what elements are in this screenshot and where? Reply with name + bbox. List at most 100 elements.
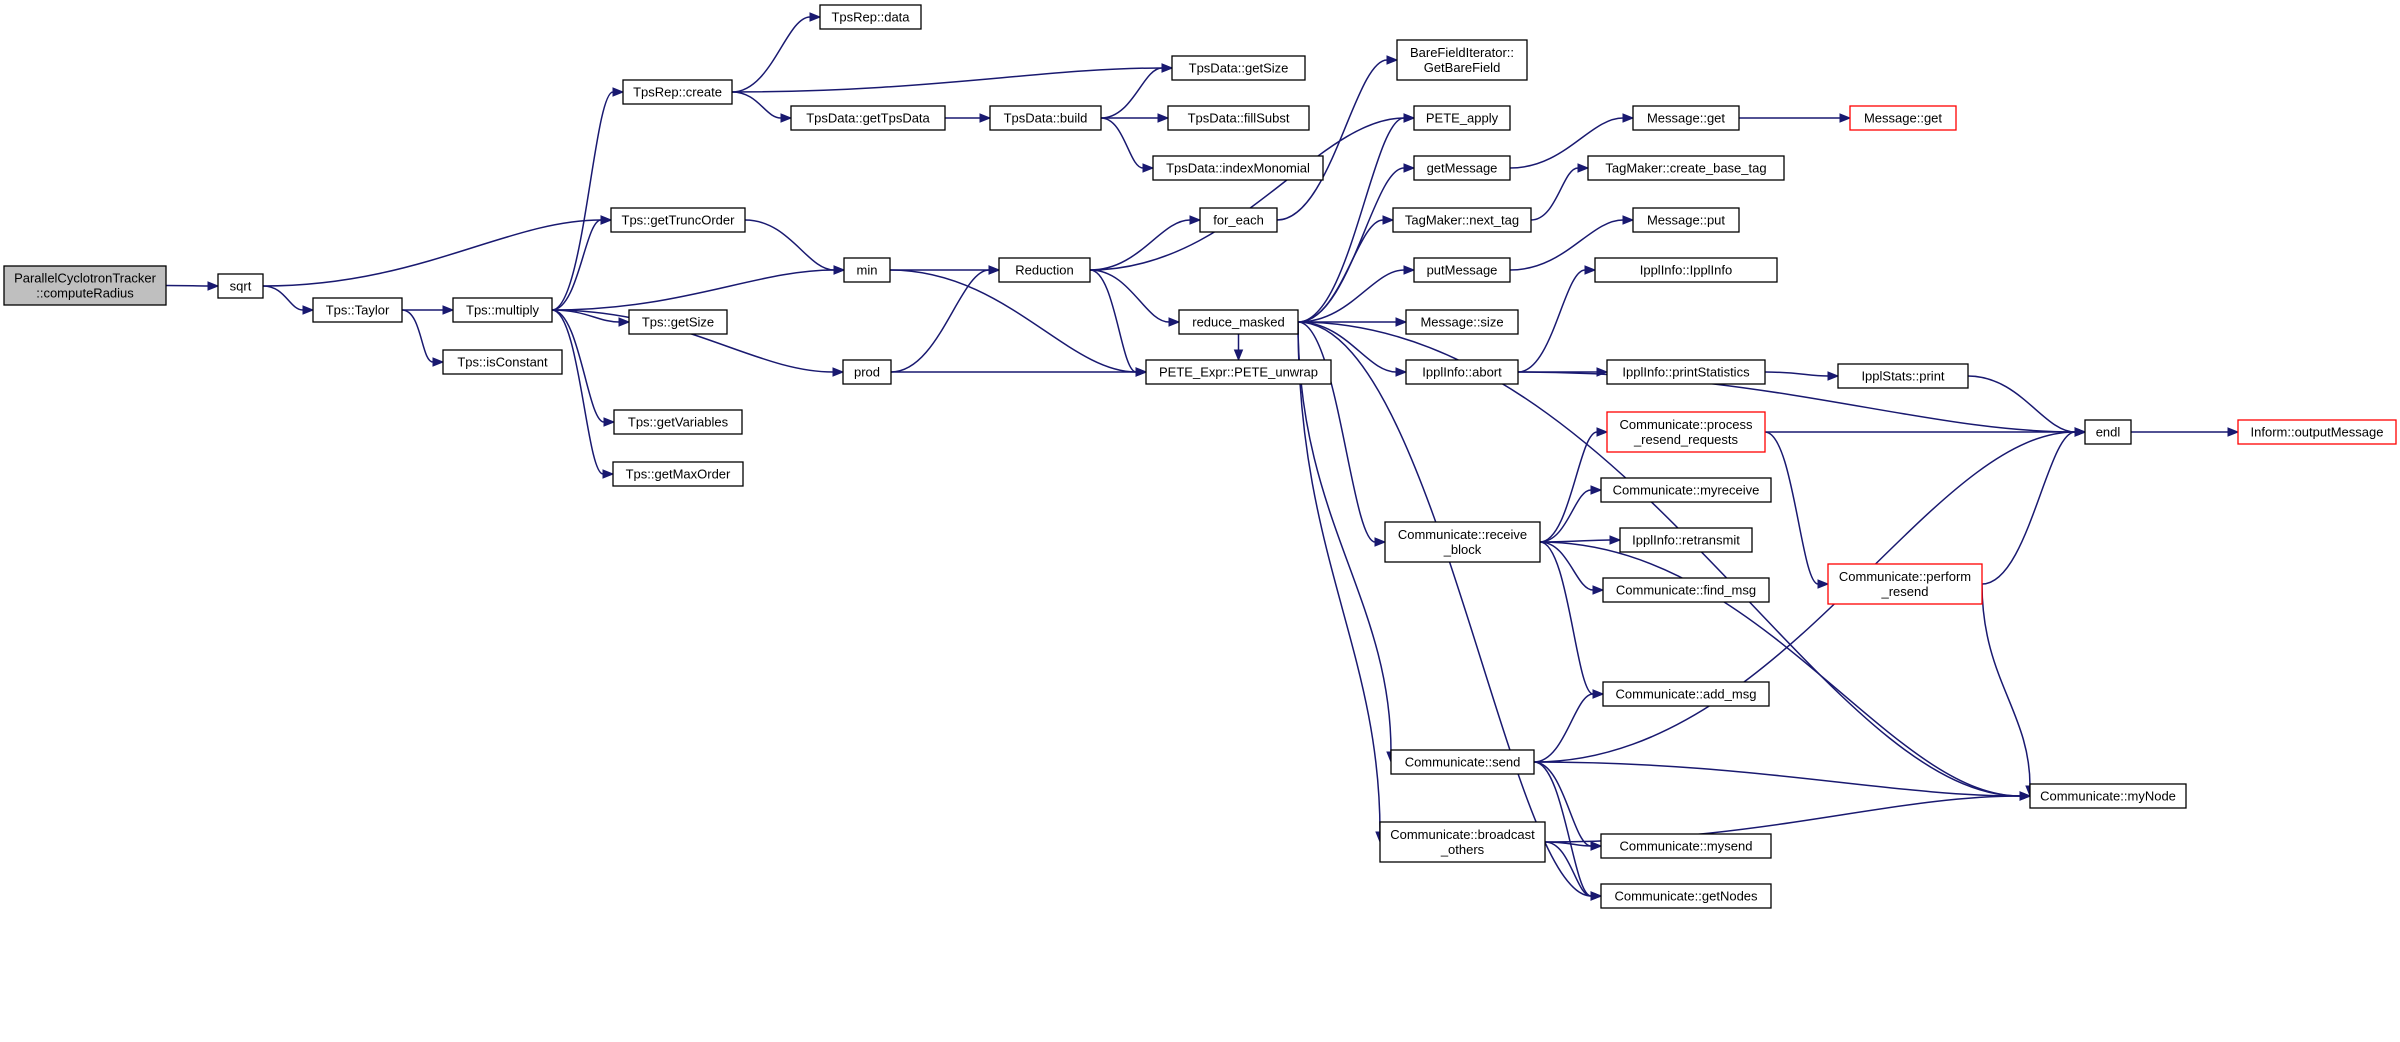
node-reduce-masked[interactable]: reduce_masked [1178,309,1299,335]
node-message-get1[interactable]: Message::get [1632,105,1740,131]
node-box[interactable] [217,273,264,299]
node-box[interactable] [1167,105,1310,131]
node-box[interactable] [1602,577,1770,603]
node-box[interactable] [843,257,891,283]
node-tps-get-max-order[interactable]: Tps::getMaxOrder [612,461,744,487]
node-box[interactable] [622,79,733,105]
node-box[interactable] [613,409,743,435]
node-bare-field[interactable]: BareFieldIterator::GetBareField [1396,39,1528,81]
node-box[interactable] [1837,363,1969,389]
node-create-base-tag[interactable]: TagMaker::create_base_tag [1587,155,1785,181]
node-pete-apply[interactable]: PETE_apply [1413,105,1511,131]
node-min[interactable]: min [843,257,891,283]
node-pete-unwrap[interactable]: PETE_Expr::PETE_unwrap [1145,359,1332,385]
node-box[interactable] [989,105,1102,131]
node-retransmit[interactable]: IpplInfo::retransmit [1619,527,1753,553]
node-tps-taylor[interactable]: Tps::Taylor [312,297,403,323]
node-my-node[interactable]: Communicate::myNode [2029,783,2187,809]
node-box[interactable] [819,4,922,30]
node-box[interactable] [1405,309,1519,335]
node-ippl-stats-print[interactable]: IpplStats::print [1837,363,1969,389]
node-tps-data-get-tps-data[interactable]: TpsData::getTpsData [790,105,946,131]
node-box[interactable] [1413,257,1511,283]
node-ippl-abort[interactable]: IpplInfo::abort [1405,359,1519,385]
node-tps-data-fill-subst[interactable]: TpsData::fillSubst [1167,105,1310,131]
node-output-message[interactable]: Inform::outputMessage [2237,419,2397,445]
node-box[interactable] [1632,105,1740,131]
node-box[interactable] [1413,105,1511,131]
node-box[interactable] [1827,563,1983,605]
node-box[interactable] [1413,155,1511,181]
node-print-statistics[interactable]: IpplInfo::printStatistics [1606,359,1766,385]
node-box[interactable] [1199,207,1278,233]
node-box[interactable] [1600,883,1772,909]
node-get-nodes[interactable]: Communicate::getNodes [1600,883,1772,909]
node-tps-data-build[interactable]: TpsData::build [989,105,1102,131]
node-box[interactable] [2237,419,2397,445]
node-box[interactable] [1594,257,1778,283]
node-box[interactable] [1600,833,1772,859]
node-tps-get-trunc-order[interactable]: Tps::getTruncOrder [610,207,746,233]
node-box[interactable] [1396,39,1528,81]
node-tps-is-constant[interactable]: Tps::isConstant [442,349,563,375]
node-get-message[interactable]: getMessage [1413,155,1511,181]
node-ippl-info-ctor[interactable]: IpplInfo::IpplInfo [1594,257,1778,283]
node-process-resend[interactable]: Communicate::process_resend_requests [1606,411,1766,453]
node-box[interactable] [452,297,553,323]
node-box[interactable] [1178,309,1299,335]
node-tps-multiply[interactable]: Tps::multiply [452,297,553,323]
node-box[interactable] [1379,821,1546,863]
node-tps-rep-data[interactable]: TpsRep::data [819,4,922,30]
node-box[interactable] [998,257,1091,283]
node-box[interactable] [610,207,746,233]
node-box[interactable] [442,349,563,375]
node-tps-get-variables[interactable]: Tps::getVariables [613,409,743,435]
node-box[interactable] [1600,477,1772,503]
node-box[interactable] [612,461,744,487]
node-next-tag[interactable]: TagMaker::next_tag [1392,207,1532,233]
node-box[interactable] [1619,527,1753,553]
node-find-msg[interactable]: Communicate::find_msg [1602,577,1770,603]
node-message-size[interactable]: Message::size [1405,309,1519,335]
node-box[interactable] [3,265,167,306]
node-add-msg[interactable]: Communicate::add_msg [1602,681,1770,707]
node-box[interactable] [312,297,403,323]
node-box[interactable] [842,359,892,385]
node-receive-block[interactable]: Communicate::receive_block [1384,521,1541,563]
node-tps-rep-create[interactable]: TpsRep::create [622,79,733,105]
node-box[interactable] [1171,55,1306,81]
node-send[interactable]: Communicate::send [1390,749,1535,775]
node-message-get2[interactable]: Message::get [1849,105,1957,131]
node-box[interactable] [1152,155,1324,181]
node-box[interactable] [2029,783,2187,809]
node-perform-resend[interactable]: Communicate::perform_resend [1827,563,1983,605]
node-tps-data-index-monomial[interactable]: TpsData::indexMonomial [1152,155,1324,181]
node-prod[interactable]: prod [842,359,892,385]
node-myreceive[interactable]: Communicate::myreceive [1600,477,1772,503]
node-reduction[interactable]: Reduction [998,257,1091,283]
node-box[interactable] [790,105,946,131]
node-box[interactable] [1602,681,1770,707]
node-box[interactable] [1587,155,1785,181]
node-broadcast-others[interactable]: Communicate::broadcast_others [1379,821,1546,863]
node-box[interactable] [628,309,728,335]
node-box[interactable] [1384,521,1541,563]
node-put-message[interactable]: putMessage [1413,257,1511,283]
node-box[interactable] [1606,359,1766,385]
node-box[interactable] [1632,207,1740,233]
node-box[interactable] [1606,411,1766,453]
node-box[interactable] [1405,359,1519,385]
node-box[interactable] [1392,207,1532,233]
node-message-put[interactable]: Message::put [1632,207,1740,233]
node-tps-data-get-size[interactable]: TpsData::getSize [1171,55,1306,81]
node-box[interactable] [1390,749,1535,775]
node-tps-get-size[interactable]: Tps::getSize [628,309,728,335]
node-box[interactable] [1145,359,1332,385]
node-endl[interactable]: endl [2084,419,2132,445]
node-box[interactable] [2084,419,2132,445]
node-mysend[interactable]: Communicate::mysend [1600,833,1772,859]
node-root[interactable]: ParallelCyclotronTracker::computeRadius [3,265,167,306]
node-for-each[interactable]: for_each [1199,207,1278,233]
node-box[interactable] [1849,105,1957,131]
node-sqrt[interactable]: sqrt [217,273,264,299]
